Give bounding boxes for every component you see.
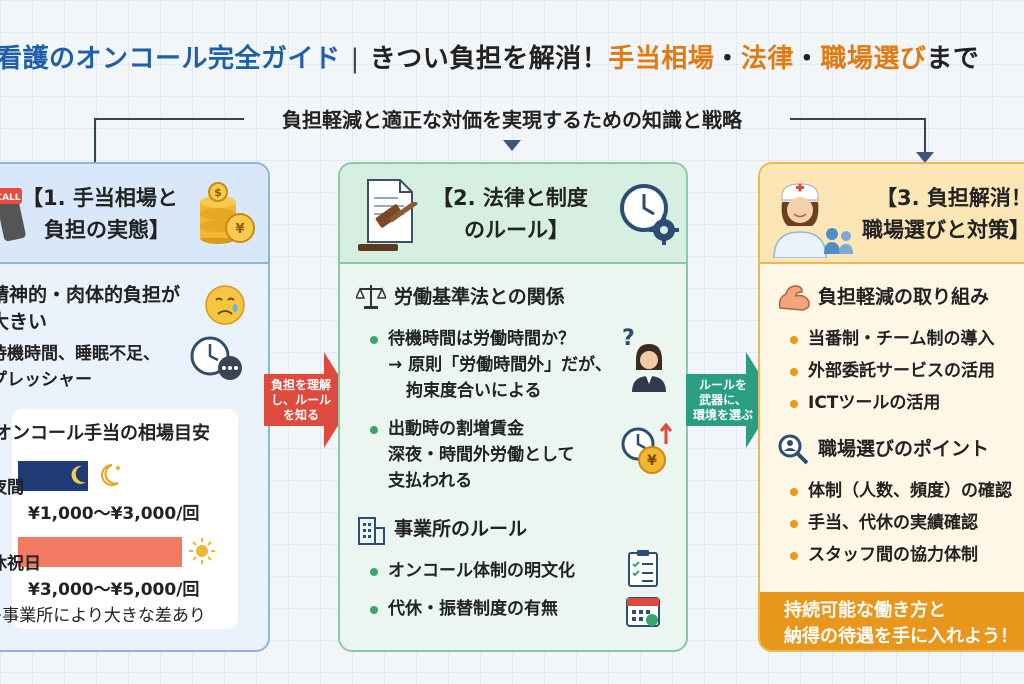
clock-icon [190, 336, 242, 380]
heading-line2: のルール】 [464, 218, 569, 242]
detail-text-line2: プレッシャー [0, 370, 92, 390]
solutions-item2: 外部委託サービスの活用 [808, 361, 995, 381]
subtitle: 負担軽減と適正な対価を実現するための知識と戦略 [282, 108, 742, 132]
panel-law: 【2. 法律と制度 のルール】 労働基準法との関係 待機時間は労働時間か？ → … [338, 162, 688, 652]
panel-solutions: 【3. 負担解消！ 職場選びと対策】 負担軽減の取り組み 当番制・チーム制の導入… [758, 162, 1024, 652]
bracket-left-vertical [94, 118, 96, 162]
solutions-footer-text: 持続可能な働き方と 納得の待遇を手に入れよう！ [784, 600, 1018, 647]
bracket-right-horizontal [790, 118, 925, 120]
moon-star-icon [101, 464, 121, 486]
title-dot1: ・ [714, 44, 741, 74]
phone-badge-text: CALL [0, 193, 21, 203]
gavel-icon [358, 202, 418, 251]
title-part3: 手当相場 [608, 44, 715, 74]
bullet [790, 488, 798, 496]
panel-allowance-heading: 【1. 手当相場と 負担の実態】 [22, 182, 178, 246]
bullet [790, 368, 798, 376]
sun-icon [189, 538, 215, 564]
heading-line1: 【3. 負担解消！ [876, 186, 1024, 210]
law-section2-title: 事業所のルール [394, 518, 528, 540]
law-item1-line3: 拘束度合いによる [406, 381, 542, 401]
bullet [790, 520, 798, 528]
burden-text-line2: 大きい [0, 311, 48, 333]
title-part1: 看護のオンコール完全ガイド [0, 44, 341, 74]
heading-line1: 【1. 手当相場と [22, 186, 178, 210]
title-part6: まで [926, 44, 980, 74]
law-section1-title: 労働基準法との関係 [394, 286, 565, 308]
solutions-footer-band [760, 592, 1024, 650]
allowance-card-title: オンコール手当の相場目安 [0, 423, 210, 444]
muscle-icon [778, 285, 810, 311]
law-item3: オンコール体制の明文化 [388, 561, 575, 581]
solutions-item6: スタッフ間の協力体制 [808, 545, 978, 565]
yen-clock-icon: ¥ [621, 422, 673, 474]
bullet [370, 426, 378, 434]
moon-icon [71, 465, 86, 484]
arrow-shaft [264, 374, 326, 426]
bullet [790, 400, 798, 408]
solutions-item5: 手当、代休の実績確認 [808, 513, 978, 533]
arrow-shaft [686, 374, 748, 426]
arrow-to-rules-text: 負担を理解 し、ルール を知る [270, 377, 331, 422]
law-item4: 代休・振替制度の有無 [388, 599, 558, 619]
bracket-right-arrow [916, 152, 934, 163]
solutions-section1-title: 負担軽減の取り組み [818, 286, 990, 308]
woman-icon [632, 344, 666, 392]
holiday-range: ¥3,000〜¥5,000/回 [28, 580, 200, 600]
panel-allowance: 【1. 手当相場と 負担の実態】 CALL $ ¥ 精神的・肉体的負担が 大きい… [0, 162, 270, 652]
center-down-arrow [503, 140, 521, 151]
scales-icon [356, 285, 386, 309]
svg-text:¥: ¥ [647, 453, 657, 469]
solutions-item3: ICTツールの活用 [808, 393, 941, 413]
bullet [370, 606, 378, 614]
gear-clock-icon [620, 184, 679, 245]
law-item1-line2: → 原則「労働時間外」だが、 [388, 355, 612, 375]
law-item2-line3: 支払われる [388, 471, 473, 491]
bullet [370, 568, 378, 576]
panel-solutions-heading: 【3. 負担解消！ 職場選びと対策】 [862, 182, 1024, 246]
page-title: 看護のオンコール完全ガイド|きつい負担を解消！手当相場・法律・職場選びまで [0, 38, 1024, 75]
coins-icon: $ ¥ [200, 182, 255, 244]
law-item2-line1: 出動時の割増賃金 [388, 419, 524, 439]
bracket-left-horizontal [94, 118, 244, 120]
night-bar [18, 461, 88, 491]
bullet [790, 336, 798, 344]
svg-text:$: $ [214, 186, 222, 199]
night-label: 夜間 [0, 478, 24, 498]
solutions-section2-title: 職場選びのポイント [818, 438, 990, 460]
nurse-icon [773, 183, 853, 258]
heading-line1: 【2. 法律と制度 [432, 186, 588, 210]
holiday-bar [18, 537, 182, 567]
phone-icon: CALL [0, 188, 26, 242]
title-part2: きつい負担を解消！ [369, 44, 609, 74]
title-dot2: ・ [793, 44, 821, 74]
allowance-note: ※事業所により大きな差あり [0, 606, 206, 626]
svg-text:¥: ¥ [235, 222, 244, 237]
heading-line2: 負担の実態】 [44, 218, 170, 242]
title-part5: 職場選び [820, 44, 927, 74]
law-item1-line1: 待機時間は労働時間か？ [388, 329, 575, 349]
burden-text-line1: 精神的・肉体的負担が [0, 284, 181, 306]
magnifier-icon [778, 434, 809, 465]
bullet [370, 336, 378, 344]
allowance-card: オンコール手当の相場目安 夜間 ¥1,000〜¥3,000/回 休祝日 ¥3,0… [0, 409, 238, 629]
solutions-item1: 当番制・チーム制の導入 [808, 329, 995, 349]
arrow-to-choice-text: ルールを 武器に、 環境を選ぶ [692, 377, 753, 422]
bullet [790, 552, 798, 560]
checklist-icon [628, 550, 658, 587]
title-part4: 法律 [740, 44, 794, 74]
question-mark: ? [622, 326, 635, 351]
panel-law-heading: 【2. 法律と制度 のルール】 [432, 182, 588, 246]
detail-text-line1: 待機時間、睡眠不足、 [0, 344, 160, 364]
title-separator: | [350, 44, 360, 74]
holiday-label: 休祝日 [0, 554, 41, 574]
solutions-item4: 体制（人数、頻度）の確認 [808, 481, 1012, 501]
law-item2-line2: 深夜・時間外労働として [388, 445, 575, 465]
heading-line2: 職場選びと対策】 [862, 218, 1024, 242]
calendar-icon [626, 597, 660, 627]
bracket-right-vertical [924, 118, 926, 154]
sad-face-icon [205, 285, 245, 325]
night-range: ¥1,000〜¥3,000/回 [28, 504, 200, 524]
building-icon [358, 517, 385, 545]
